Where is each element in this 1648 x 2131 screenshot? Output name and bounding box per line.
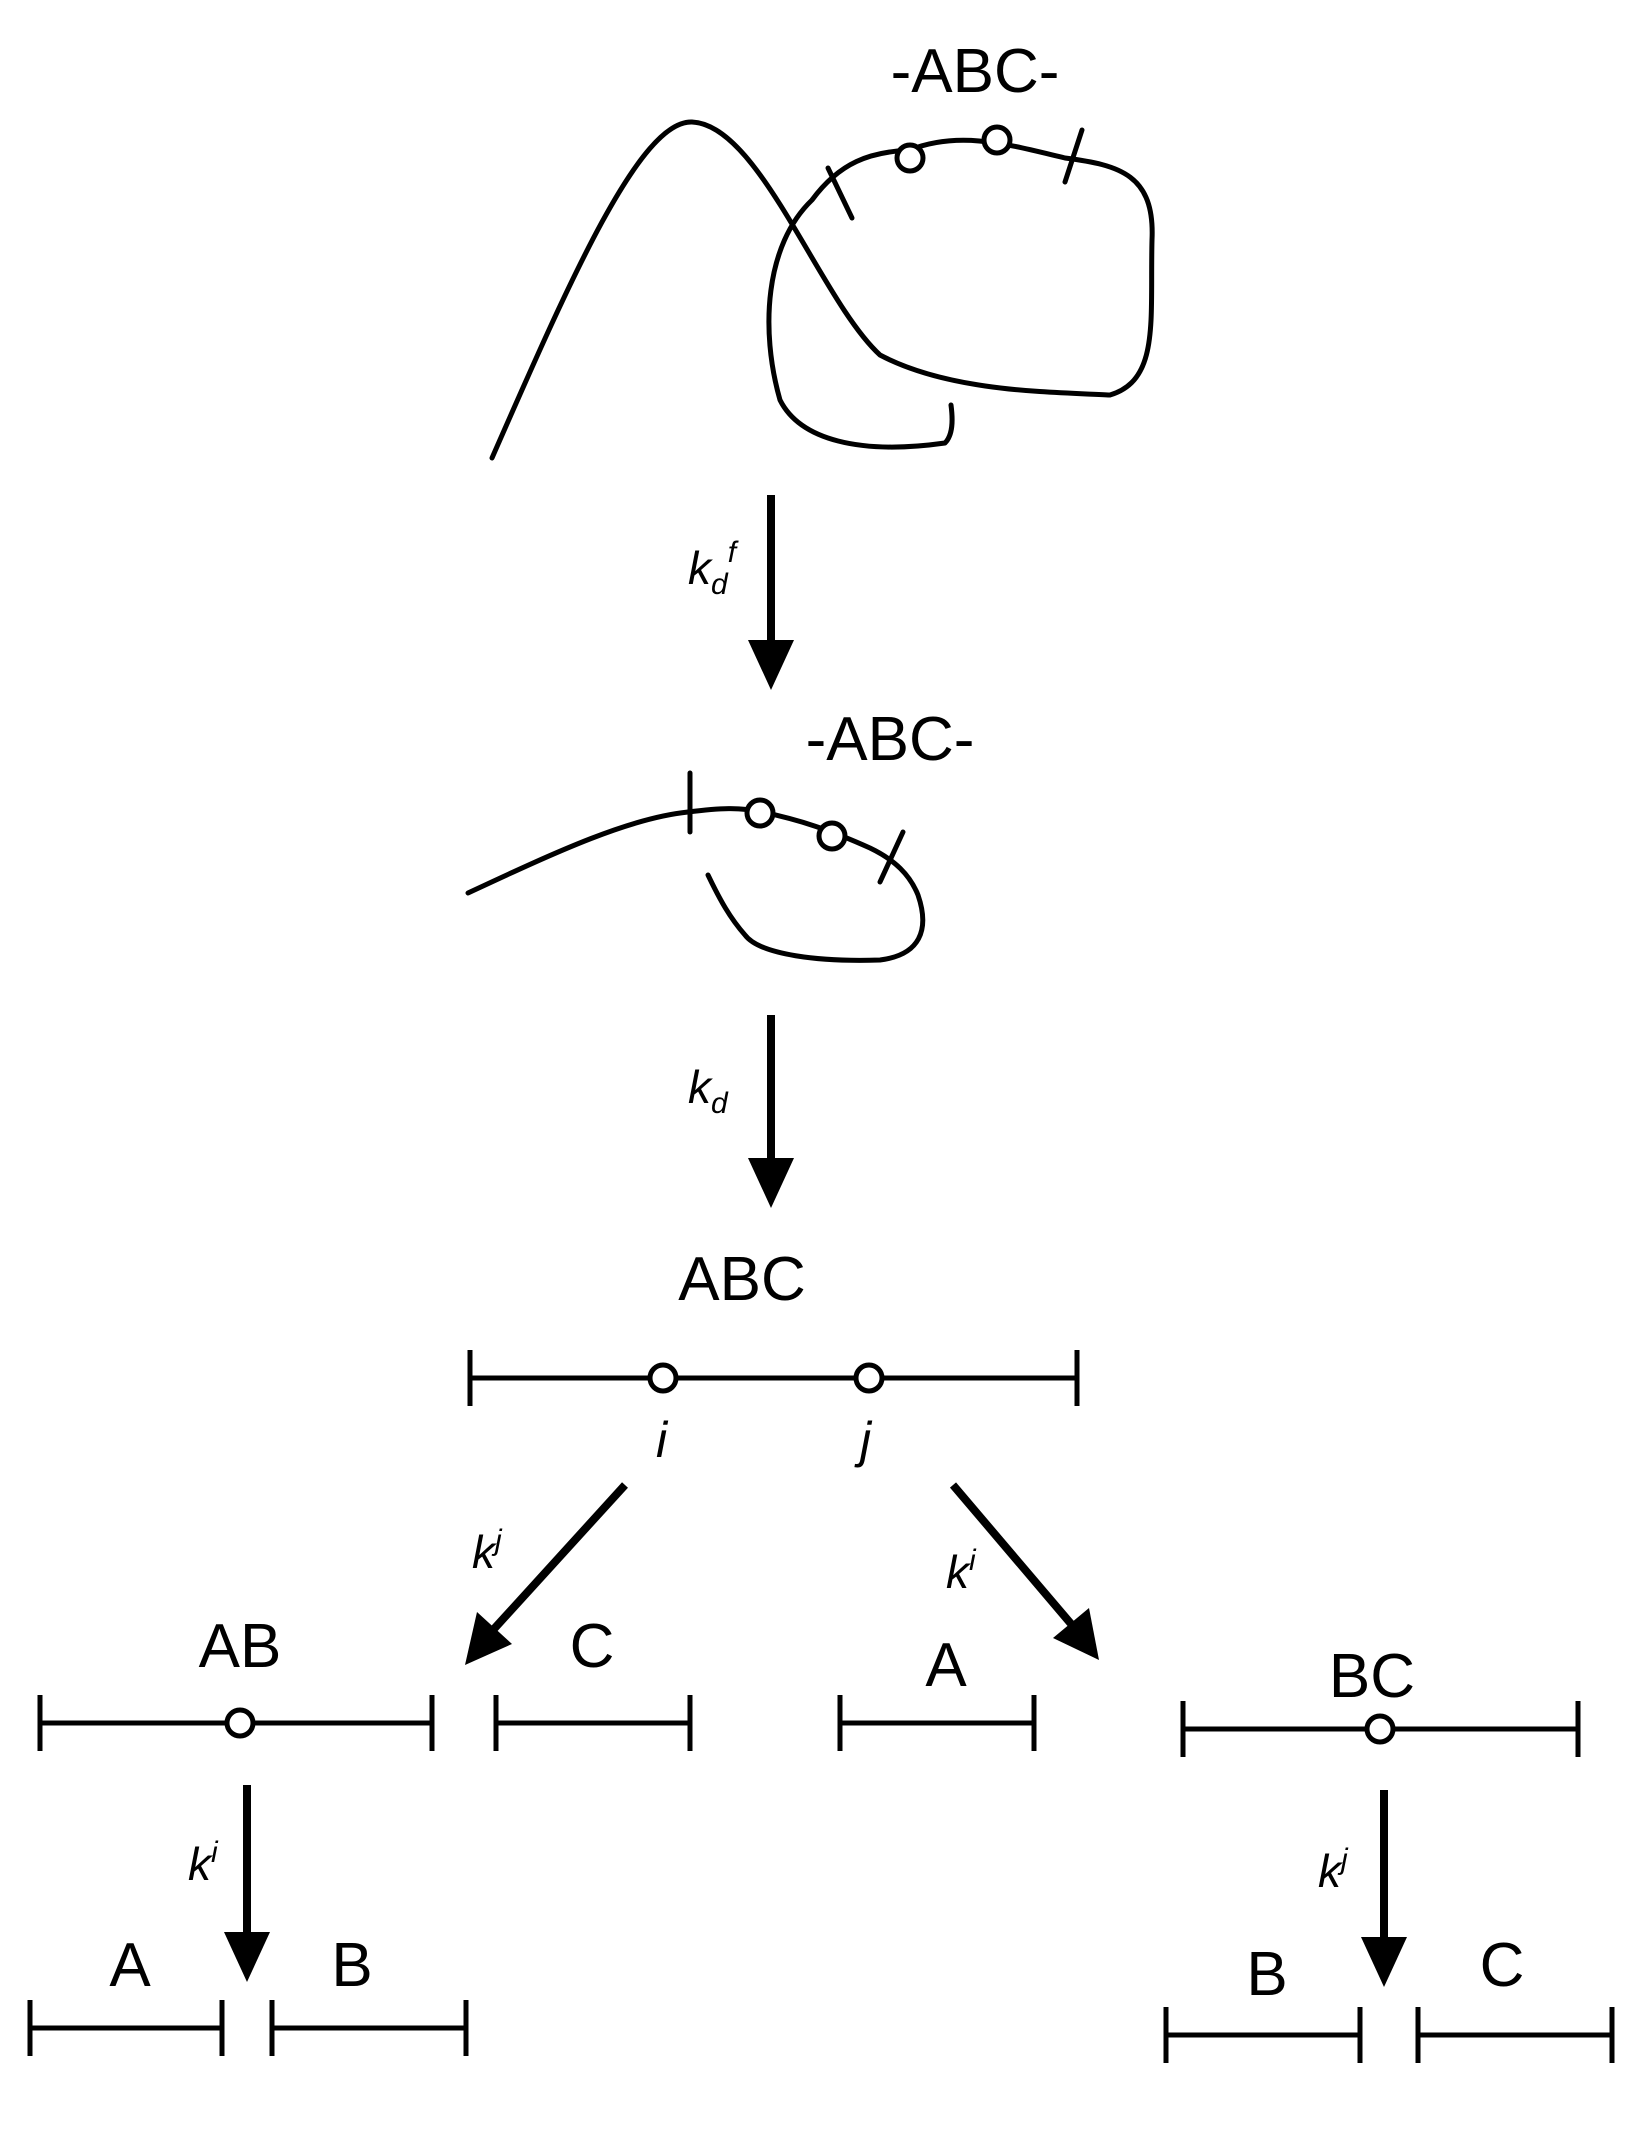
fragment-ab-label: AB (199, 1612, 282, 1681)
site-marker (894, 142, 926, 174)
svg-text:kd: kd (688, 1061, 729, 1120)
unfolded-strand (465, 806, 926, 963)
arrow-left-branch: kj (465, 1482, 628, 1665)
fragment-ab: AB (37, 1612, 435, 1751)
rate-superscript: f (728, 536, 739, 569)
unfolded-molecule: -ABC- (465, 705, 975, 963)
product-b-label: B (1246, 1940, 1287, 2009)
cut-mark-right (1062, 127, 1085, 185)
rate-superscript: i (211, 1836, 219, 1869)
site-j-marker (853, 1362, 885, 1394)
rate-k-label: k (1318, 1845, 1343, 1897)
site-i-marker (647, 1362, 679, 1394)
site-marker (816, 820, 848, 852)
product-b-right: B (1163, 1940, 1363, 2063)
arrow-step1: kdf (688, 495, 794, 690)
rate-superscript: i (969, 1544, 977, 1577)
molecule-middle-label: -ABC- (806, 705, 975, 774)
site-j-label: j (854, 1412, 873, 1468)
rate-k-label: k (688, 1061, 713, 1113)
arrow-step2: kd (688, 1015, 794, 1208)
molecule-top-label: -ABC- (891, 37, 1060, 106)
rate-k-label: k (472, 1526, 497, 1578)
intact-chain: ABC i j (467, 1245, 1080, 1468)
fragment-c: C (493, 1612, 693, 1751)
fragment-bc: BC (1180, 1642, 1581, 1757)
product-c-right: C (1415, 1931, 1615, 2063)
rate-k-label: k (688, 542, 713, 594)
rate-subscript: d (711, 568, 729, 601)
arrow-right-branch: ki (946, 1482, 1099, 1660)
folded-strand (489, 119, 1155, 461)
svg-text:kdf: kdf (688, 536, 739, 601)
rate-k-label: k (946, 1546, 971, 1598)
product-b: B (269, 1931, 469, 2056)
svg-text:ki: ki (188, 1836, 219, 1890)
cut-mark-left (825, 165, 855, 221)
fragment-a: A (837, 1631, 1037, 1751)
site-marker (744, 797, 776, 829)
product-c-label: C (1480, 1931, 1525, 2000)
arrow-bc-cleavage: kj (1318, 1790, 1407, 1987)
rate-k-label: k (188, 1838, 213, 1890)
product-a-label: A (109, 1931, 151, 2000)
svg-text:kj: kj (1318, 1843, 1349, 1897)
site-marker (981, 124, 1013, 156)
svg-text:ki: ki (946, 1544, 977, 1598)
fragment-a-label: A (925, 1631, 967, 1700)
site-j-marker (1364, 1713, 1396, 1745)
svg-text:kj: kj (472, 1524, 503, 1578)
fragment-bc-label: BC (1329, 1642, 1415, 1711)
arrow-ab-cleavage: ki (188, 1785, 270, 1982)
intact-label: ABC (678, 1245, 805, 1314)
site-i-marker (224, 1707, 256, 1739)
fragment-c-label: C (570, 1612, 615, 1681)
folded-molecule: -ABC- (489, 37, 1155, 461)
rate-subscript: d (711, 1087, 729, 1120)
product-a: A (27, 1931, 225, 2056)
product-b-label: B (331, 1931, 372, 2000)
cut-mark-right (877, 829, 906, 885)
site-i-label: i (656, 1412, 669, 1468)
